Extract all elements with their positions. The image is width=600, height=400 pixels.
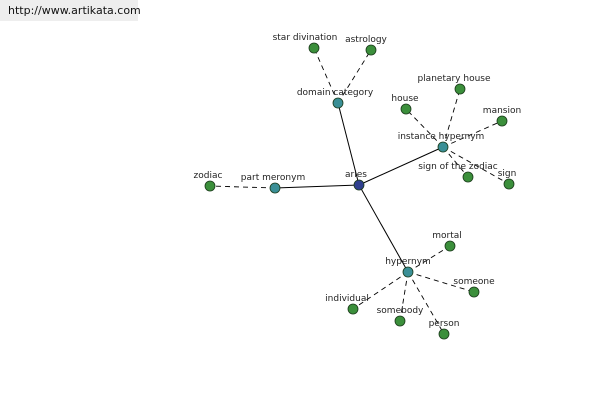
edge-domain-category-star-divination bbox=[313, 47, 339, 104]
leaf-node-star-divination[interactable] bbox=[308, 42, 320, 54]
relation-node-domain-category[interactable] bbox=[332, 97, 344, 109]
relation-label-part-meronym[interactable]: part meronym bbox=[241, 173, 305, 183]
relation-node-hypernym[interactable] bbox=[402, 266, 414, 278]
leaf-label-house[interactable]: house bbox=[391, 94, 419, 104]
root-label-aries[interactable]: aries bbox=[345, 170, 367, 180]
leaf-node-house[interactable] bbox=[400, 103, 412, 115]
leaf-label-person[interactable]: person bbox=[429, 319, 460, 329]
leaf-node-planetary-house[interactable] bbox=[454, 83, 466, 95]
relation-label-domain-category[interactable]: domain category bbox=[297, 88, 374, 98]
leaf-label-individual[interactable]: individual bbox=[325, 294, 369, 304]
leaf-node-mortal[interactable] bbox=[444, 240, 456, 252]
leaf-node-zodiac[interactable] bbox=[204, 180, 216, 192]
edge-aries-instance-hypernym bbox=[358, 146, 444, 186]
edge-domain-category-astrology bbox=[337, 49, 372, 104]
relation-node-instance-hypernym[interactable] bbox=[437, 141, 449, 153]
leaf-label-sign[interactable]: sign bbox=[498, 169, 517, 179]
leaf-label-mortal[interactable]: mortal bbox=[432, 231, 462, 241]
leaf-label-star-divination[interactable]: star divination bbox=[273, 33, 338, 43]
leaf-label-somebody[interactable]: somebody bbox=[377, 306, 424, 316]
edge-part-meronym-zodiac bbox=[209, 185, 276, 189]
edge-hypernym-person bbox=[407, 271, 445, 335]
leaf-label-astrology[interactable]: astrology bbox=[345, 35, 387, 45]
leaf-label-planetary-house[interactable]: planetary house bbox=[417, 74, 491, 84]
relation-label-instance-hypernym[interactable]: instance hypernym bbox=[398, 132, 485, 142]
relation-node-part-meronym[interactable] bbox=[269, 182, 281, 194]
leaf-node-someone[interactable] bbox=[468, 286, 480, 298]
leaf-node-mansion[interactable] bbox=[496, 115, 508, 127]
root-node-aries[interactable] bbox=[353, 179, 365, 191]
graph-edges bbox=[209, 47, 510, 335]
graph-labels: star divination astrology planetary house h… bbox=[194, 33, 522, 329]
edge-instance-hypernym-sign-of-the-zodiac bbox=[442, 146, 469, 178]
edge-instance-hypernym-planetary-house bbox=[442, 88, 461, 148]
edge-instance-hypernym-mansion bbox=[442, 120, 503, 148]
edge-instance-hypernym-sign bbox=[442, 146, 510, 185]
leaf-label-someone[interactable]: someone bbox=[453, 277, 495, 287]
edge-aries-part-meronym bbox=[274, 184, 360, 189]
edge-aries-hypernym bbox=[358, 184, 409, 273]
edge-hypernym-individual bbox=[352, 271, 409, 310]
leaf-node-sign[interactable] bbox=[503, 178, 515, 190]
leaf-node-astrology[interactable] bbox=[365, 44, 377, 56]
edge-aries-domain-category bbox=[337, 102, 360, 186]
leaf-label-mansion[interactable]: mansion bbox=[483, 106, 521, 116]
leaf-label-zodiac[interactable]: zodiac bbox=[194, 171, 223, 181]
edge-hypernym-someone bbox=[407, 271, 475, 293]
graph-nodes bbox=[204, 42, 515, 340]
leaf-label-sign-of-the-zodiac[interactable]: sign of the zodiac bbox=[418, 162, 498, 172]
leaf-node-individual[interactable] bbox=[347, 303, 359, 315]
watermark-url: http://www.artikata.com bbox=[0, 0, 141, 21]
relation-label-hypernym[interactable]: hypernym bbox=[385, 257, 431, 267]
leaf-node-somebody[interactable] bbox=[394, 315, 406, 327]
leaf-node-sign-of-the-zodiac[interactable] bbox=[462, 171, 474, 183]
leaf-node-person[interactable] bbox=[438, 328, 450, 340]
